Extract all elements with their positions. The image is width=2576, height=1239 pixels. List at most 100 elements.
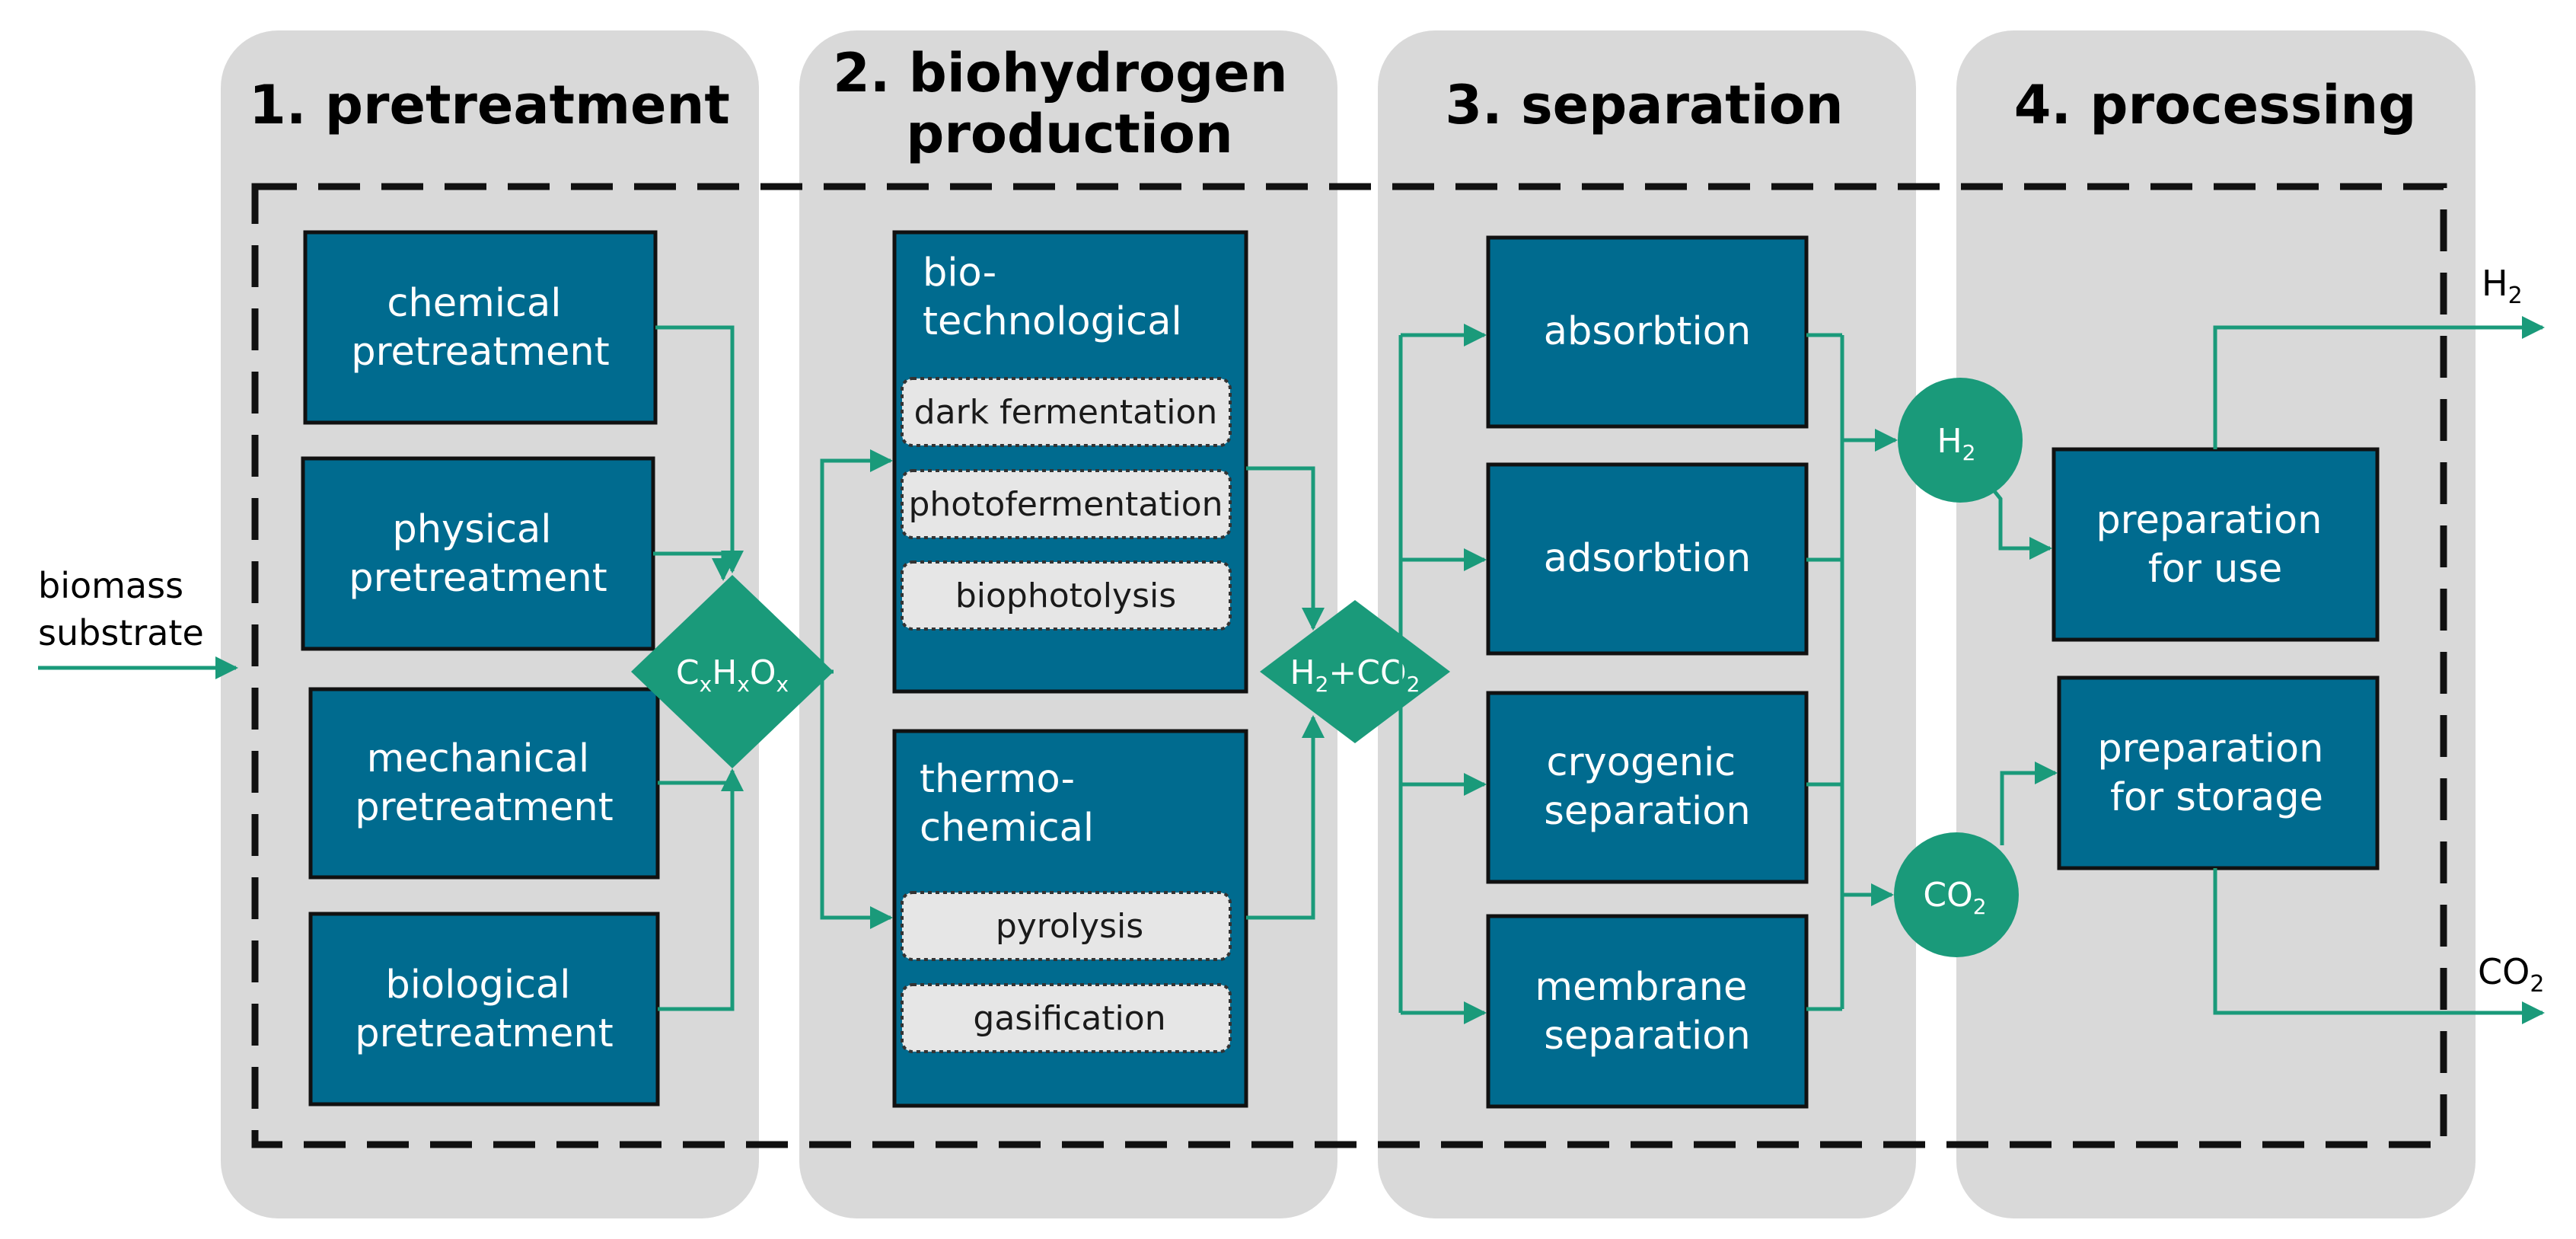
svg-text:chemical pretreatment: chemical pretreatment xyxy=(351,281,609,375)
output-co2-sub: 2 xyxy=(2530,971,2544,998)
input-line-1: biomass xyxy=(38,565,183,606)
title-biohydrogen-line-2: production xyxy=(906,103,1233,165)
flow-intermediate-to-thermo xyxy=(820,672,893,929)
input-line-2: substrate xyxy=(38,612,204,653)
svg-text:CO2: CO2 xyxy=(1923,876,1986,919)
separation-cryogenic-line-2: separation xyxy=(1544,789,1751,834)
separation-absorbtion-line: absorbtion xyxy=(1544,309,1751,354)
pretreatment-mechanical-box: mechanical pretreatment xyxy=(308,687,660,880)
production-biotech-box: bio- technological dark fermentation pho… xyxy=(892,230,1248,694)
separation-cryogenic-box: cryogenic separation xyxy=(1486,691,1809,884)
flow-thermo-to-mixture xyxy=(1246,715,1325,920)
pretreatment-biological-box: biological pretreatment xyxy=(308,912,660,1106)
output-co2-label: CO2 xyxy=(2478,951,2544,998)
method-gasification-box xyxy=(901,983,1232,1053)
svg-text:mechanical pretreatment: mechanical pretreatment xyxy=(355,736,613,830)
svg-text:preparation for storage: preparation for storage xyxy=(2097,726,2335,820)
flow-chemical-to-intermediate xyxy=(655,325,744,573)
processing-use-line-1: preparation xyxy=(2096,498,2322,543)
product-co2-sub: 2 xyxy=(1973,894,1987,919)
separation-cryogenic-line-1: cryogenic xyxy=(1547,740,1736,785)
title-biohydrogen-line-1: 2. biohydrogen xyxy=(833,42,1287,104)
pretreatment-chemical-line-2: pretreatment xyxy=(351,330,609,375)
intermediate-h: H xyxy=(712,653,737,692)
mixture-co: CO xyxy=(1357,653,1406,692)
product-h2-node: H2 xyxy=(1898,378,2023,503)
processing-use-line-2: for use xyxy=(2148,547,2283,592)
svg-text:thermo- chemical: thermo- chemical xyxy=(920,757,1094,851)
output-h2-base: H xyxy=(2482,263,2508,304)
biotech-line-2: technological xyxy=(923,299,1182,344)
flow-use-to-h2-output xyxy=(2213,316,2545,449)
intermediate-sub-1: x xyxy=(700,672,713,697)
svg-text:H2+CO2: H2+CO2 xyxy=(1290,653,1420,697)
flow-storage-to-co2-output xyxy=(2213,868,2545,1024)
method-biophotolysis: biophotolysis xyxy=(955,576,1176,615)
method-pyrolysis-box xyxy=(901,891,1232,961)
product-co2-node: CO2 xyxy=(1894,832,2019,957)
intermediate-sub-3: x xyxy=(776,672,789,697)
biotech-line-1: bio- xyxy=(923,251,996,295)
pretreatment-chemical-box: chemical pretreatment xyxy=(303,230,658,425)
title-pretreatment: 1. pretreatment xyxy=(249,74,730,136)
thermo-line-1: thermo- xyxy=(920,757,1075,802)
svg-text:physical pretreatment: physical pretreatment xyxy=(349,507,607,601)
method-gasification: gasification xyxy=(973,999,1165,1038)
flow-biological-to-intermediate xyxy=(658,768,744,1011)
separation-adsorbtion-box: adsorbtion xyxy=(1486,462,1809,656)
title-separation: 3. separation xyxy=(1445,74,1843,136)
intermediate-cxhxox-node: CxHxOx xyxy=(631,575,834,768)
mixture-co-sub: 2 xyxy=(1407,672,1420,697)
product-co2-base: CO xyxy=(1923,876,1972,915)
svg-text:H2: H2 xyxy=(1937,422,1976,465)
svg-text:membrane separation: membrane separation xyxy=(1535,965,1759,1059)
thermo-line-2: chemical xyxy=(920,806,1094,851)
title-pretreatment-line: 1. pretreatment xyxy=(249,74,730,136)
separation-membrane-line-1: membrane xyxy=(1535,965,1747,1010)
method-photofermentation-box xyxy=(901,469,1232,539)
separation-membrane-box: membrane separation xyxy=(1486,914,1809,1109)
method-dark-fermentation: dark fermentation xyxy=(914,393,1218,432)
method-photofermentation: photofermentation xyxy=(908,485,1223,524)
svg-text:biological pretreatment: biological pretreatment xyxy=(355,963,613,1056)
method-pyrolysis: pyrolysis xyxy=(996,907,1143,946)
output-h2-sub: 2 xyxy=(2508,283,2523,309)
svg-text:adsorbtion: adsorbtion xyxy=(1544,536,1751,581)
pretreatment-physical-line-2: pretreatment xyxy=(349,556,607,601)
separation-adsorbtion-line: adsorbtion xyxy=(1544,536,1751,581)
pretreatment-chemical-line-1: chemical xyxy=(387,281,561,326)
output-co2-base: CO xyxy=(2478,951,2530,992)
separation-absorbtion-box: absorbtion xyxy=(1486,235,1809,429)
title-processing-line: 4. processing xyxy=(2014,74,2417,136)
processing-storage-box: preparation for storage xyxy=(2057,675,2380,870)
flow-intermediate-to-biotech xyxy=(820,449,893,674)
method-dark-fermentation-box xyxy=(901,377,1232,447)
processing-storage-line-1: preparation xyxy=(2097,726,2323,771)
svg-text:preparation for use: preparation for use xyxy=(2096,498,2334,592)
flow-biotech-to-mixture xyxy=(1246,466,1325,631)
pretreatment-biological-line-1: biological xyxy=(385,963,570,1007)
title-biohydrogen-production: 2. biohydrogen production xyxy=(833,42,1306,165)
pretreatment-physical-box: physical pretreatment xyxy=(301,456,655,651)
output-h2-label: H2 xyxy=(2482,263,2523,309)
svg-text:absorbtion: absorbtion xyxy=(1544,309,1751,354)
mixture-plus: + xyxy=(1328,653,1357,692)
mixture-h: H xyxy=(1290,653,1315,692)
svg-text:cryogenic separation: cryogenic separation xyxy=(1544,740,1751,834)
svg-text:bio- technological: bio- technological xyxy=(923,251,1182,344)
title-separation-line: 3. separation xyxy=(1445,74,1843,136)
processing-use-box: preparation for use xyxy=(2052,447,2380,642)
processing-storage-line-2: for storage xyxy=(2110,775,2323,820)
production-thermo-box: thermo- chemical pyrolysis gasification xyxy=(892,729,1248,1108)
pretreatment-mechanical-line-2: pretreatment xyxy=(355,785,613,830)
input-label: biomass substrate xyxy=(38,565,204,653)
method-biophotolysis-box xyxy=(901,560,1232,631)
pretreatment-physical-line-1: physical xyxy=(392,507,551,552)
svg-text:CxHxOx: CxHxOx xyxy=(676,653,789,697)
title-processing: 4. processing xyxy=(2014,74,2417,136)
intermediate-c: C xyxy=(676,653,700,692)
separation-membrane-line-2: separation xyxy=(1544,1014,1751,1059)
mixture-h-sub: 2 xyxy=(1315,672,1329,697)
intermediate-sub-2: x xyxy=(737,672,750,697)
